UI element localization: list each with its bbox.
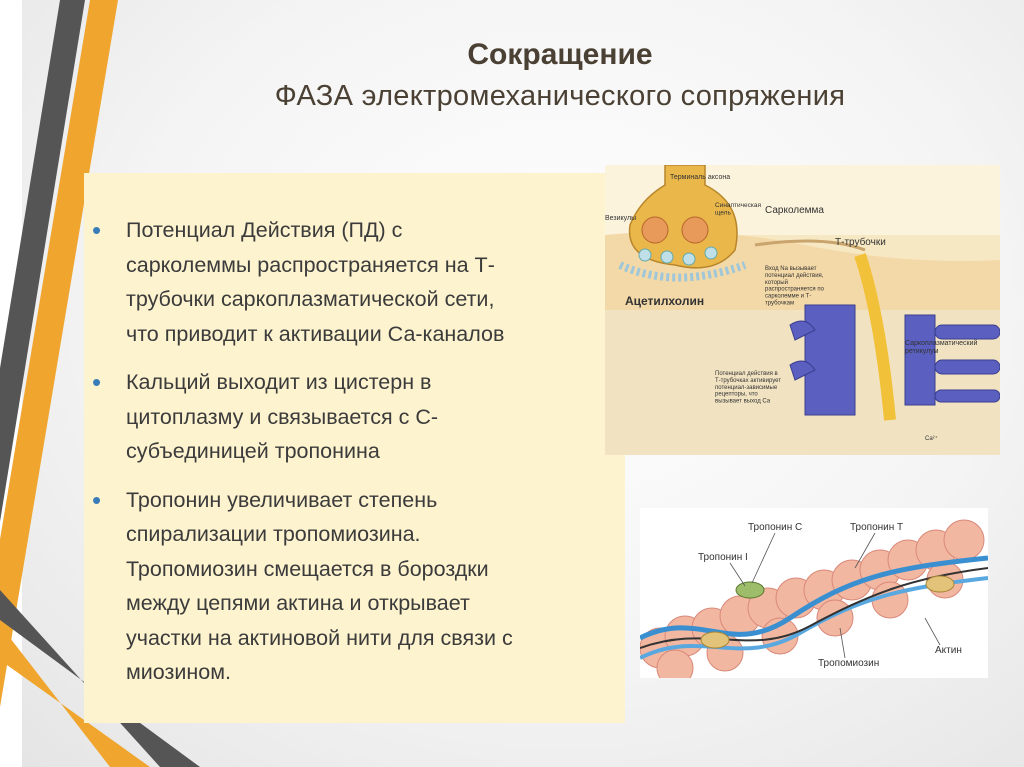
ach-label: Ацетилхолин: [625, 294, 704, 308]
slide-title: Сокращение: [467, 38, 653, 71]
sarcolemma-label: Сарколемма: [765, 205, 824, 216]
slide-subtitle: ФАЗА электромеханического сопряжения: [274, 80, 846, 112]
dark-stripe-1: [0, 0, 85, 522]
actin-label: Актин: [935, 645, 962, 656]
vesicle-label: Везикулы: [605, 215, 636, 222]
actin-diagram: Тропонин С Тропонин Т Тропонин I Актин Т…: [640, 519, 988, 678]
bullet-icon: •: [92, 484, 102, 515]
bullet-item: • Тропонин увеличивает степень спирализа…: [84, 483, 625, 690]
t-tubules-label: Т-трубочки: [835, 236, 886, 248]
tropomyosin-label: Тропомиозин: [818, 658, 879, 669]
actin-filament-figure: Тропонин С Тропонин Т Тропонин I Актин Т…: [640, 508, 988, 678]
content-box: • Потенциал Действия (ПД) с сарколеммы р…: [84, 173, 625, 723]
bullet-list: • Потенциал Действия (ПД) с сарколеммы р…: [84, 213, 625, 704]
bullet-item: • Потенциал Действия (ПД) с сарколеммы р…: [84, 213, 625, 351]
bullet-icon: •: [92, 367, 102, 397]
troponin-c-label: Тропонин С: [748, 522, 802, 533]
bullet-text: Потенциал Действия (ПД) с сарколеммы рас…: [126, 218, 505, 346]
troponin-i-label: Тропонин I: [698, 552, 748, 563]
bullet-text: Тропонин увеличивает степень спирализаци…: [126, 487, 513, 685]
title-block: Сокращение ФАЗА электромеханического соп…: [160, 36, 960, 118]
bullet-icon: •: [92, 215, 102, 245]
terminal-label: Терминаль аксона: [670, 174, 730, 181]
bullet-text: Кальций выходит из цистерн в цитоплазму …: [126, 370, 439, 463]
ca-label: Ca²⁺: [925, 435, 938, 442]
bullet-item: • Кальций выходит из цистерн в цитоплазм…: [84, 365, 625, 469]
troponin-t-label: Тропонин Т: [850, 522, 903, 533]
